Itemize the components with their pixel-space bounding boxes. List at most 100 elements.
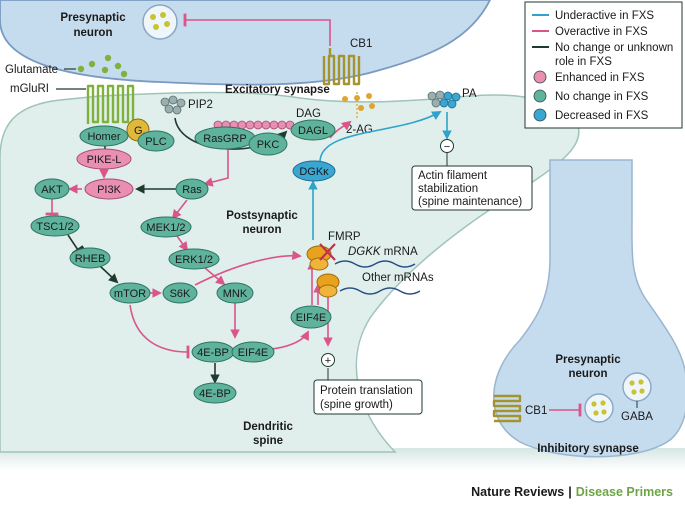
mek-to-erk-edge [176,235,189,252]
mnk-label: MNK [223,288,248,300]
rheb-label: RHEB [75,253,106,265]
legend-swatch-5 [533,108,547,122]
dendritic-spine-line1: Dendritic [243,421,293,433]
presynaptic-inh-line2: neuron [569,368,608,380]
legend-box [524,1,683,129]
mek-label: MEK1/2 [146,222,185,234]
node-pi3k: PI3K [84,178,134,200]
legend-swatch-4 [533,89,547,103]
legend-swatch-3 [533,70,547,84]
ribosome-other [316,273,340,298]
dgkk-mrna-label: DGKK mRNA [348,246,418,258]
pkc-label: PKC [257,139,280,151]
glutamate-molecules [77,54,128,78]
gaba-label: GABA [621,411,653,423]
dag-label: DAG [296,108,321,120]
rheb-to-mtor-edge [99,265,119,284]
node-akt: AKT [34,178,70,200]
cb1-top-label: CB1 [350,38,372,50]
vesicle-top [142,4,178,40]
legend-label-2: No change or unknown [555,42,673,54]
mglur-receptor [86,84,135,124]
node-tsc: TSC1/2 [30,215,80,237]
dgkk-to-pa-edge [319,111,442,163]
eif4e-bound-label: EIF4E [238,347,269,359]
4ebp-free-label: 4E-BP [199,388,231,400]
floor-band [0,448,685,470]
fmrp-label: FMRP [328,231,361,243]
rasgrp-to-ras-edge [203,150,229,187]
erk-label: ERK1/2 [175,254,213,266]
pa-lipids [427,90,461,109]
ribosome-dgkk [306,243,336,271]
cb1-receptor-inh [492,394,522,423]
node-dgkk: DGKκ [292,160,336,182]
eif4e-right-label: EIF4E [296,312,327,324]
legend-label-1: Overactive in FXS [555,26,648,38]
s6k-to-mrna-edge [194,250,302,286]
rasgrp-label: RasGRP [203,133,246,145]
ras-to-mek-edge [171,199,188,220]
actin-line2: stabilization [418,183,478,195]
cb1-inhibits-release-edge [183,13,331,46]
presynaptic-top-label-line1: Presynaptic [60,12,126,24]
node-mek: MEK1/2 [140,216,192,238]
other-mrnas-label: Other mRNAs [362,272,434,284]
inhibitory-synapse-label: Inhibitory synapse [537,443,639,455]
legend-label-0: Underactive in FXS [555,10,654,22]
mglur-label: mGluRI [10,83,49,95]
presynaptic-neuron-top [0,0,492,86]
pa-label: PA [462,88,477,100]
node-rasgrp: RasGRP [194,126,256,150]
node-ras: Ras [175,178,209,200]
4ebp-label: 4E-BP [197,347,229,359]
pikel-label: PIKE-L [87,154,122,166]
footer-credit: Nature Reviews|Disease Primers [471,485,673,499]
node-mtor: mTOR [109,282,151,304]
node-mnk: MNK [216,282,254,304]
postsynaptic-spine [0,91,580,453]
presynaptic-inh-line1: Presynaptic [555,354,621,366]
node-eif4e-right: EIF4E [290,305,332,329]
pip2-label: PIP2 [188,99,213,111]
node-dagl: DAGL [290,119,336,141]
node-4ebp-free: 4E-BP [193,382,237,404]
glutamate-label: Glutamate [5,64,58,76]
protein-line1: Protein translation [320,385,413,397]
ras-label: Ras [182,184,202,196]
actin-line3: (spine maintenance) [418,196,522,208]
protein-line2: (spine growth) [320,399,393,411]
minus-sign: − [440,139,454,153]
node-s6k: S6K [162,282,198,304]
pip2-lipids [160,95,186,115]
plus-symbol: + [325,355,331,367]
plus-sign: + [321,353,335,367]
legend-label-4: No change in FXS [555,91,649,103]
postsynaptic-label-line2: neuron [243,224,282,236]
homer-label: Homer [87,131,120,143]
akt-label: AKT [41,184,63,196]
node-homer: Homer [79,125,129,147]
dgkk-label: DGKκ [299,166,329,178]
node-plc: PLC [137,130,175,152]
actin-stabilization-box: Actin filament stabilization (spine main… [411,165,533,211]
dgkk-mrna-strand [334,260,416,268]
excitatory-synapse-label: Excitatory synapse [225,84,330,96]
minus-symbol: − [444,141,450,153]
dendritic-spine-line2: spine [253,435,283,447]
dagl-label: DAGL [298,125,328,137]
node-pkc: PKC [248,132,288,156]
legend-label-5: Decreased in FXS [555,110,649,122]
legend-label-3: Enhanced in FXS [555,72,645,84]
mtor-inhibits-4ebp-edge [129,304,190,359]
footer-separator: | [568,485,572,499]
vesicle-inh-left [584,393,614,423]
tsc-label: TSC1/2 [36,221,73,233]
cb1-receptor-top [322,48,361,86]
legend-label-2-line2: role in FXS [555,56,612,68]
postsynaptic-label-line1: Postsynaptic [226,210,298,222]
node-4ebp-complex: 4E-BP EIF4E [191,341,275,363]
protein-translation-box: Protein translation (spine growth) [313,379,423,415]
